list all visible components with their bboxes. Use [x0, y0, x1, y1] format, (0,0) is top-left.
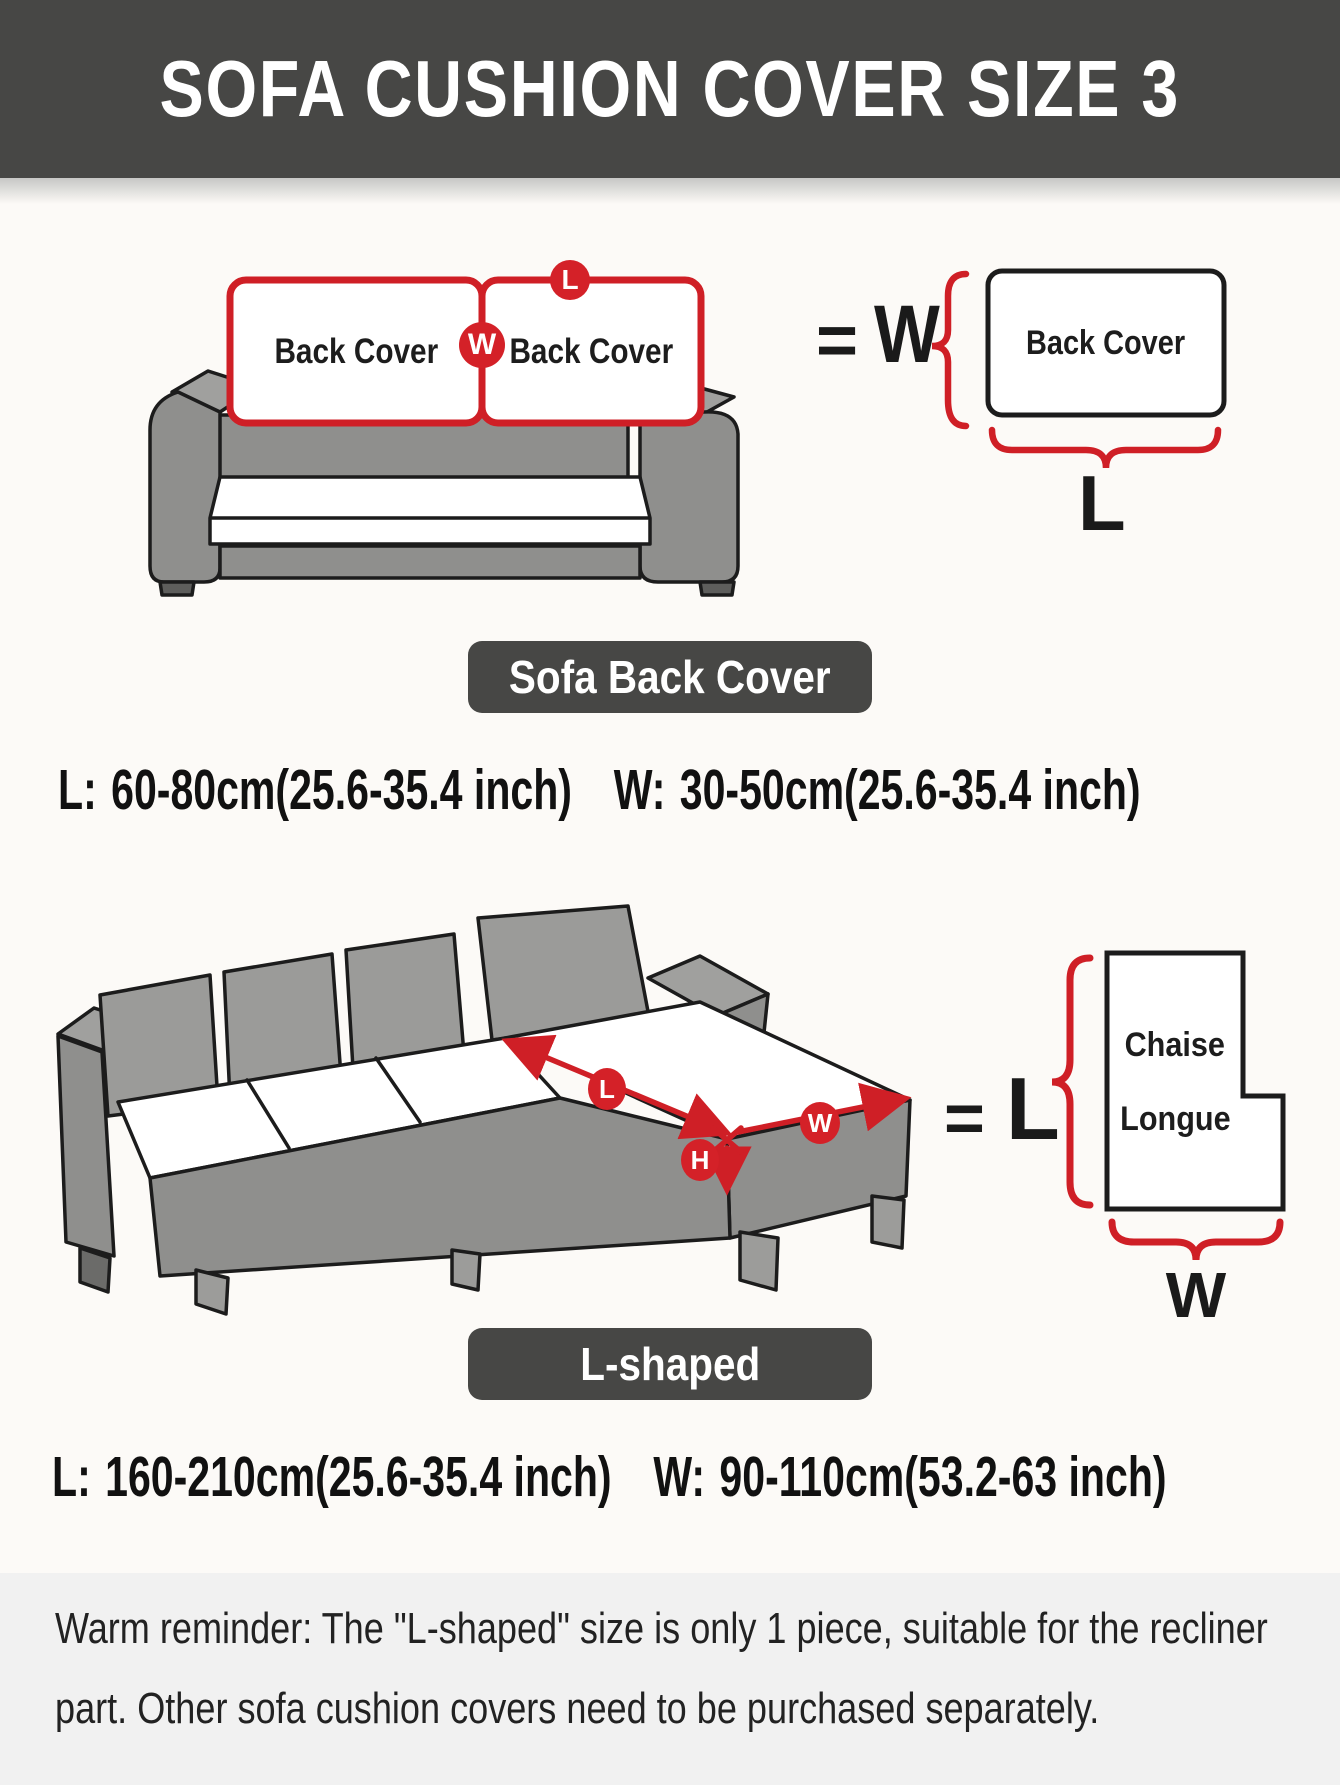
banner-shadow	[0, 178, 1340, 204]
width-brace-s1	[931, 270, 970, 430]
page-title: SOFA CUSHION COVER SIZE 3	[159, 44, 1181, 133]
sofa1-right-leg	[698, 580, 736, 597]
header-banner: SOFA CUSHION COVER SIZE 3	[0, 0, 1340, 178]
warm-reminder-text: Warm reminder: The "L-shaped" size is on…	[55, 1604, 1268, 1733]
result-box-label-s1: Back Cover	[1026, 323, 1186, 362]
back-cover-label-left: Back Cover	[274, 331, 438, 371]
result-width-label-s2: W	[1165, 1259, 1227, 1331]
result-box-s1	[985, 268, 1227, 418]
sofa2-chaise-leg-1	[738, 1230, 780, 1292]
sofa2-front-leg-1	[194, 1268, 230, 1316]
sofa1-left-leg	[158, 580, 196, 597]
width-brace-s2	[1108, 1218, 1284, 1261]
length-marker-badge-s2: L	[588, 1068, 626, 1110]
l-shaped-badge: L-shaped	[468, 1328, 872, 1400]
l-shaped-dimensions: L:160-210cm(25.6-35.4 inch) W:90-110cm(53…	[52, 1444, 1340, 1510]
sofa2-seat-divider-2	[374, 1056, 422, 1124]
l-label-s1: L:	[58, 758, 97, 822]
back-cover-label-right: Back Cover	[509, 331, 674, 371]
height-marker-badge-s2: H	[681, 1139, 719, 1181]
sofa-back-cover-badge: Sofa Back Cover	[468, 641, 872, 713]
result-length-label-s2: L	[1006, 1059, 1060, 1158]
sofa1-seat-cushion	[208, 475, 652, 546]
sofa1-left-arm	[148, 390, 222, 584]
chaise-longue-outline	[1104, 950, 1286, 1212]
footer-reminder-panel: Warm reminder: The "L-shaped" size is on…	[0, 1573, 1340, 1785]
sofa2-left-arm	[56, 1034, 116, 1258]
result-length-label-s1: L	[1078, 459, 1126, 547]
back-cover-dimensions: L:60-80cm(25.6-35.4 inch) W:30-50cm(25.6-…	[58, 757, 1340, 823]
width-marker-badge-s2: W	[800, 1102, 840, 1144]
equals-sign-s1: =	[816, 301, 859, 381]
w-label-s2: W:	[653, 1445, 706, 1509]
equals-sign-s2: =	[944, 1079, 985, 1157]
l-value-s2: 160-210cm(25.6-35.4 inch)	[105, 1445, 612, 1509]
w-value-s1: 30-50cm(25.6-35.4 inch)	[679, 758, 1141, 822]
sofa2-left-leg	[78, 1246, 112, 1294]
chaise-label-line2: Longue	[1119, 1100, 1231, 1138]
sofa2-front-leg-2	[450, 1248, 482, 1292]
w-label-s1: W:	[613, 758, 666, 822]
l-label-s2: L:	[52, 1445, 91, 1509]
result-width-label-s1: W	[874, 289, 940, 380]
sofa2-chaise-leg-2	[870, 1194, 906, 1250]
sofa1-right-arm	[638, 410, 740, 584]
w-value-s2: 90-110cm(53.2-63 inch)	[719, 1445, 1167, 1509]
sofa1-base	[218, 544, 642, 580]
l-value-s1: 60-80cm(25.6-35.4 inch)	[111, 758, 572, 822]
width-marker-badge-s1: W	[459, 322, 505, 368]
length-brace-s1	[988, 426, 1222, 469]
chaise-label-line1: Chaise	[1124, 1026, 1226, 1064]
length-marker-badge-s1: L	[550, 260, 590, 300]
corner-cross-2	[710, 1125, 744, 1155]
length-brace-s2	[1051, 954, 1094, 1209]
sofa2-seat-divider-1	[245, 1078, 291, 1150]
